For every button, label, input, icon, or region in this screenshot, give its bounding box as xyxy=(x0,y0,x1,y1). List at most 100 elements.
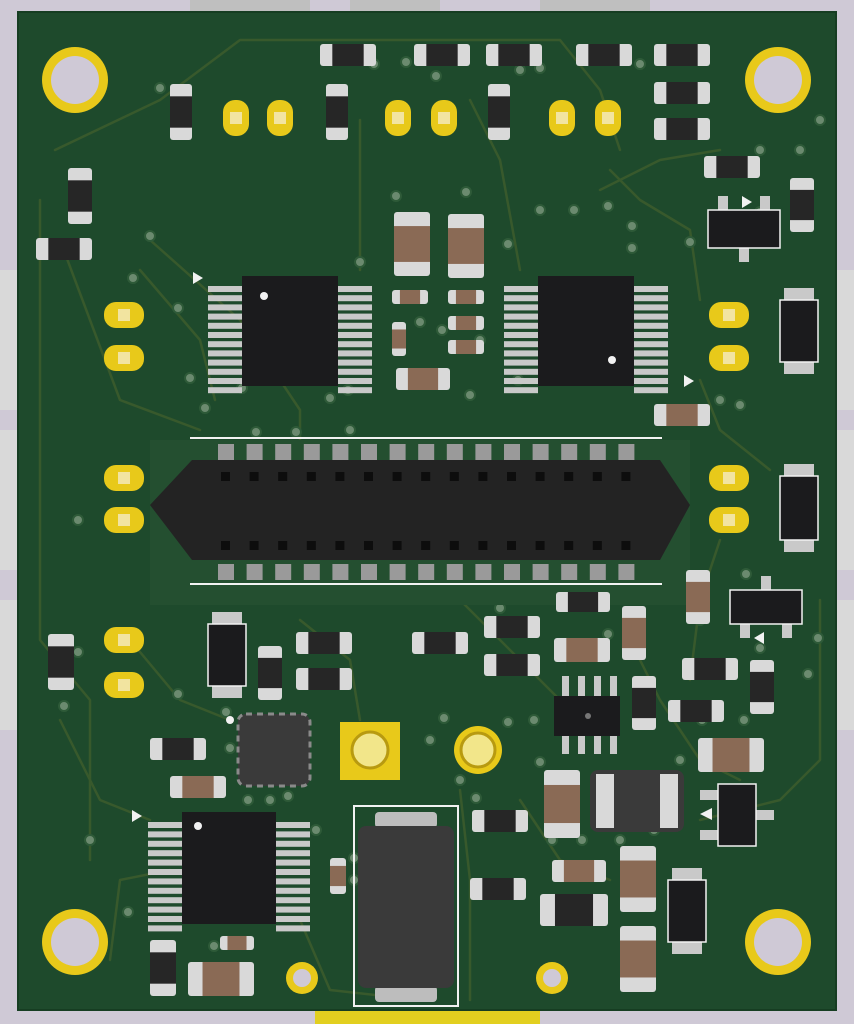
resistor xyxy=(470,878,526,900)
gold-pad xyxy=(104,507,144,533)
sot23-vertical xyxy=(700,783,774,847)
capacitor xyxy=(396,368,450,390)
gold-pad xyxy=(595,100,621,136)
qfn-chip xyxy=(226,712,312,788)
resistor xyxy=(412,632,468,654)
pin1-marker-icon xyxy=(742,196,752,208)
via xyxy=(127,272,139,284)
capacitor xyxy=(448,340,484,354)
resistor xyxy=(486,44,542,66)
resistor xyxy=(654,118,710,140)
mounting-hole-icon xyxy=(42,909,108,975)
via xyxy=(626,220,638,232)
via xyxy=(794,144,806,156)
gold-pad xyxy=(267,100,293,136)
via xyxy=(534,204,546,216)
via xyxy=(354,256,366,268)
small-hole-pads xyxy=(286,962,568,994)
smd-inductor xyxy=(590,770,684,832)
via xyxy=(738,714,750,726)
capacitor xyxy=(552,860,606,882)
capacitor xyxy=(448,214,484,278)
resistor xyxy=(472,810,528,832)
capacitor xyxy=(392,290,428,304)
via xyxy=(172,302,184,314)
gold-pad xyxy=(104,465,144,491)
board-connector xyxy=(150,437,690,605)
resistor xyxy=(682,658,738,680)
gold-pad xyxy=(104,302,144,328)
via xyxy=(436,324,448,336)
via xyxy=(242,794,254,806)
via xyxy=(154,82,166,94)
soic8-chip xyxy=(554,676,620,754)
resistor xyxy=(150,738,206,760)
resistor xyxy=(632,676,656,730)
via xyxy=(576,834,588,846)
pin1-marker-icon xyxy=(193,272,203,284)
via xyxy=(470,792,482,804)
edge-connector-top xyxy=(190,0,650,12)
sot-group xyxy=(207,196,819,954)
capacitor xyxy=(544,770,580,838)
via xyxy=(282,790,294,802)
via xyxy=(400,56,412,68)
via xyxy=(310,824,322,836)
gold-pad xyxy=(709,302,749,328)
passive-group xyxy=(36,44,814,996)
capacitor xyxy=(620,926,656,992)
resistor xyxy=(296,668,352,690)
via xyxy=(344,424,356,436)
capacitor xyxy=(622,606,646,660)
resistor xyxy=(654,82,710,104)
via xyxy=(814,114,826,126)
via xyxy=(144,230,156,242)
via xyxy=(390,190,402,202)
via xyxy=(502,238,514,250)
capacitor xyxy=(654,404,710,426)
via xyxy=(502,716,514,728)
pin1-marker-icon xyxy=(684,375,694,387)
via xyxy=(684,236,696,248)
via xyxy=(514,64,526,76)
mounting-hole-icon xyxy=(745,909,811,975)
resistor xyxy=(704,156,760,178)
via xyxy=(430,70,442,82)
via xyxy=(568,204,580,216)
gold-pad xyxy=(709,465,749,491)
edge-strip-side xyxy=(0,270,854,730)
resistor xyxy=(48,634,74,690)
via xyxy=(84,834,96,846)
gold-pad xyxy=(104,627,144,653)
capacitor xyxy=(620,846,656,912)
ic-chip xyxy=(132,810,310,932)
sot23 xyxy=(707,196,781,262)
diode xyxy=(779,464,819,552)
gold-pad-group xyxy=(104,100,749,698)
via xyxy=(464,389,476,401)
test-pad-round xyxy=(454,726,502,774)
via xyxy=(438,712,450,724)
resistor xyxy=(576,44,632,66)
via xyxy=(199,402,211,414)
pin1-marker-icon xyxy=(132,810,142,822)
via xyxy=(534,756,546,768)
via xyxy=(734,399,746,411)
mounting-hole-icon xyxy=(745,47,811,113)
via xyxy=(172,688,184,700)
via xyxy=(72,514,84,526)
via xyxy=(754,144,766,156)
capacitor xyxy=(330,858,346,894)
capacitor xyxy=(394,212,430,276)
via xyxy=(290,426,302,438)
via xyxy=(614,834,626,846)
via xyxy=(802,668,814,680)
via xyxy=(72,646,84,658)
capacitor xyxy=(188,962,254,996)
resistor xyxy=(654,44,710,66)
via xyxy=(224,742,236,754)
resistor xyxy=(484,654,540,676)
gold-pad xyxy=(431,100,457,136)
mounting-holes xyxy=(42,47,811,975)
capacitor xyxy=(448,316,484,330)
